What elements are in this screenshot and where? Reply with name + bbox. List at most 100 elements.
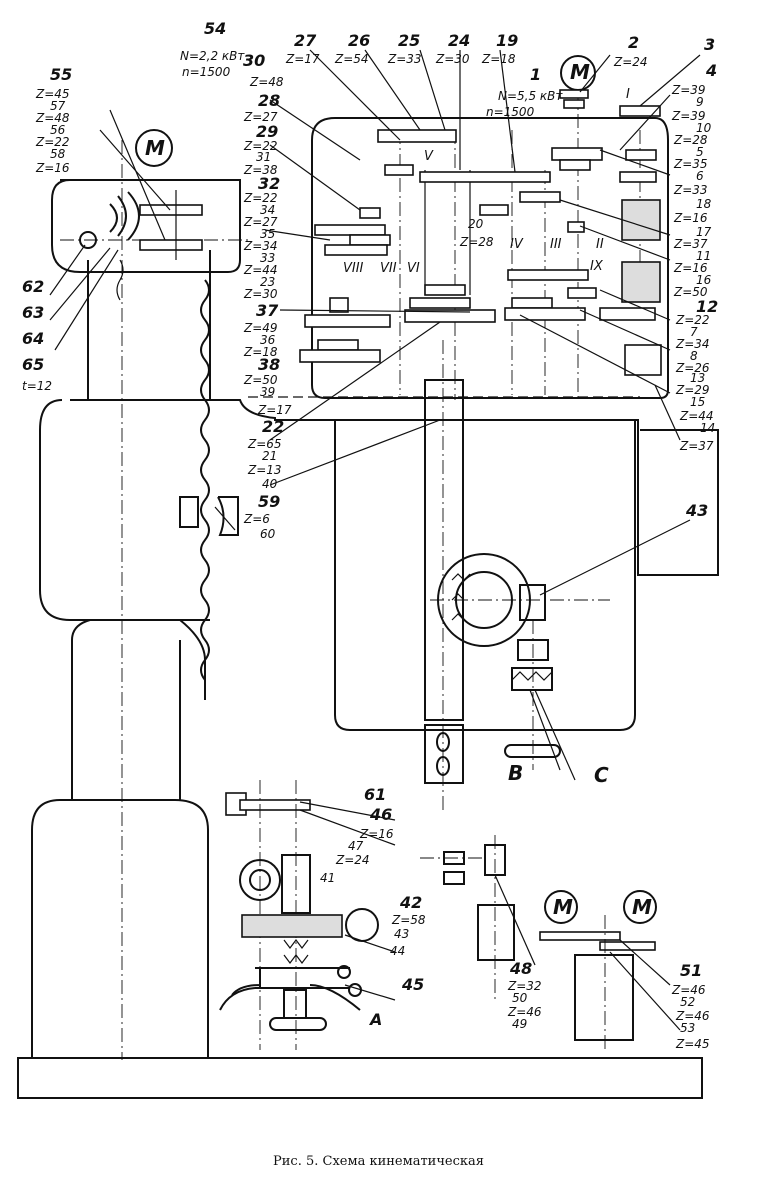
- callout-ref-31: 31: [256, 150, 271, 164]
- misc-callouts: 20 Z=28 43 59 Z=6 60 62 63 64 65 t=12 61…: [22, 217, 710, 1051]
- callout-ref-23: 23: [260, 275, 275, 289]
- shaft-label-iii: III: [550, 237, 562, 252]
- gearbox-gears: [299, 89, 662, 376]
- callout-z-35: Z=34: [243, 239, 278, 253]
- callout-ref-61: 61: [364, 785, 386, 804]
- main-motor-ref: 1: [530, 65, 541, 84]
- callout-ref-43: 43: [685, 501, 708, 520]
- callout-z-21: Z=13: [247, 463, 282, 477]
- callout-ref-57: 57: [50, 99, 66, 113]
- callout-ref-8: 8: [690, 349, 698, 363]
- callout-z-22: Z=65: [247, 437, 282, 451]
- drilling-head-housing: [334, 420, 636, 731]
- callout-ref-39: 39: [260, 385, 275, 399]
- callout-ref-60: 60: [260, 527, 276, 541]
- elevating-motor-speed: n=1500: [182, 65, 231, 79]
- callout-z-33: Z=44: [243, 263, 278, 277]
- callout-ref-34: 34: [260, 203, 275, 217]
- callout-ref-19: 19: [496, 31, 518, 50]
- callout-z-38: Z=50: [243, 373, 278, 387]
- callout-z-17: Z=37: [673, 237, 708, 251]
- main-motor-speed: n=1500: [486, 105, 535, 119]
- spindle-assembly: [424, 340, 610, 810]
- callout-ref-48: 48: [509, 959, 532, 978]
- callout-ref-c: C: [594, 763, 609, 787]
- callout-ref-7: 7: [690, 325, 698, 339]
- callout-z-25: Z=33: [387, 52, 422, 66]
- callout-ref-45: 45: [401, 975, 424, 994]
- callout-ref-51: 51: [680, 961, 702, 980]
- callout-ref-30: 30: [243, 51, 265, 70]
- callout-z-27: Z=17: [285, 52, 320, 66]
- callout-z-47: Z=24: [335, 853, 370, 867]
- feed-handwheel-unit: [219, 780, 379, 1050]
- callout-ref-24: 24: [448, 31, 470, 50]
- callout-z-48: Z=32: [507, 979, 542, 993]
- shaft-label-viii: VIII: [343, 261, 364, 276]
- arm-housing: [70, 399, 719, 576]
- callout-ref-28: 28: [258, 91, 280, 110]
- callout-z-39: Z=17: [257, 403, 292, 417]
- callout-ref-38: 38: [258, 355, 280, 374]
- break-line: [200, 279, 210, 681]
- elevating-mechanism: [60, 190, 250, 260]
- machine-base: [17, 1057, 703, 1099]
- callout-ref-64: 64: [22, 329, 44, 348]
- callout-z-37: Z=49: [243, 321, 278, 335]
- elevating-motor-symbol: M: [145, 136, 165, 160]
- callout-ref-46: 46: [369, 805, 392, 824]
- callout-ref-26: 26: [348, 31, 370, 50]
- callout-z-18: Z=16: [673, 211, 708, 225]
- callout-z-36: Z=18: [243, 345, 278, 359]
- callout-z-55: Z=45: [35, 87, 70, 101]
- elevating-motor-ref: 54: [204, 19, 226, 38]
- callout-z-8: Z=26: [675, 361, 710, 375]
- coolant-motor-left-symbol: M: [553, 895, 573, 919]
- callout-ref-18: 18: [696, 197, 712, 211]
- callout-ref-50: 50: [512, 991, 528, 1005]
- callout-ref-29: 29: [256, 122, 278, 141]
- elevating-housing: [51, 179, 241, 273]
- callout-ref-62: 62: [22, 277, 44, 296]
- callout-z-16: Z=50: [673, 285, 708, 299]
- elevating-motor-spec: 54 N=2,2 кВт n=1500: [180, 19, 245, 79]
- callout-z-30: Z=48: [249, 75, 284, 89]
- callout-z-65: t=12: [22, 379, 52, 393]
- shaft-label-ii: II: [596, 237, 604, 252]
- callout-ref-b: B: [508, 761, 523, 785]
- callout-ref-14: 14: [700, 421, 715, 435]
- callout-ref-25: 25: [398, 31, 420, 50]
- callout-ref-17: 17: [696, 225, 712, 239]
- callout-z-34: Z=27: [243, 215, 278, 229]
- leader-lines: [49, 49, 701, 1031]
- shaft-label-v: V: [424, 149, 434, 164]
- callout-z-5: Z=35: [673, 157, 708, 171]
- callout-z-57: Z=48: [35, 111, 70, 125]
- callout-z-59: Z=6: [243, 512, 270, 526]
- callout-ref-40: 40: [262, 477, 278, 491]
- callout-ref-53: 53: [680, 1021, 695, 1035]
- callout-ref-11: 11: [696, 249, 711, 263]
- callout-ref-43b: 43: [394, 927, 409, 941]
- callout-z-29: Z=22: [243, 139, 278, 153]
- elevating-callouts: 55 Z=45 57 Z=48 56 Z=22 58 Z=16: [35, 65, 72, 175]
- main-motor-spec: 1 N=5,5 кВт n=1500: [486, 65, 563, 119]
- callout-ref-10: 10: [696, 121, 712, 135]
- callout-ref-20: 20: [468, 217, 484, 231]
- column-lower-housing: [31, 799, 209, 1058]
- coolant-pump-unit: [420, 835, 515, 1000]
- callout-ref-9: 9: [696, 95, 704, 109]
- callout-z-4: Z=39: [671, 83, 706, 97]
- callout-ref-21: 21: [262, 449, 277, 463]
- callout-ref-16: 16: [696, 273, 712, 287]
- callout-z-46: Z=16: [359, 827, 394, 841]
- callout-z-28: Z=27: [243, 110, 278, 124]
- callout-z-6: Z=33: [673, 183, 708, 197]
- shaft-labels: V VI VII VIII IV III II IX I: [343, 87, 630, 276]
- elevating-motor: M: [135, 129, 173, 167]
- shaft-label-vii: VII: [380, 261, 397, 276]
- callout-ref-33: 33: [260, 251, 275, 265]
- figure-caption: Рис. 5. Схема кинематическая: [273, 1154, 484, 1169]
- feed-clutch: [504, 620, 561, 770]
